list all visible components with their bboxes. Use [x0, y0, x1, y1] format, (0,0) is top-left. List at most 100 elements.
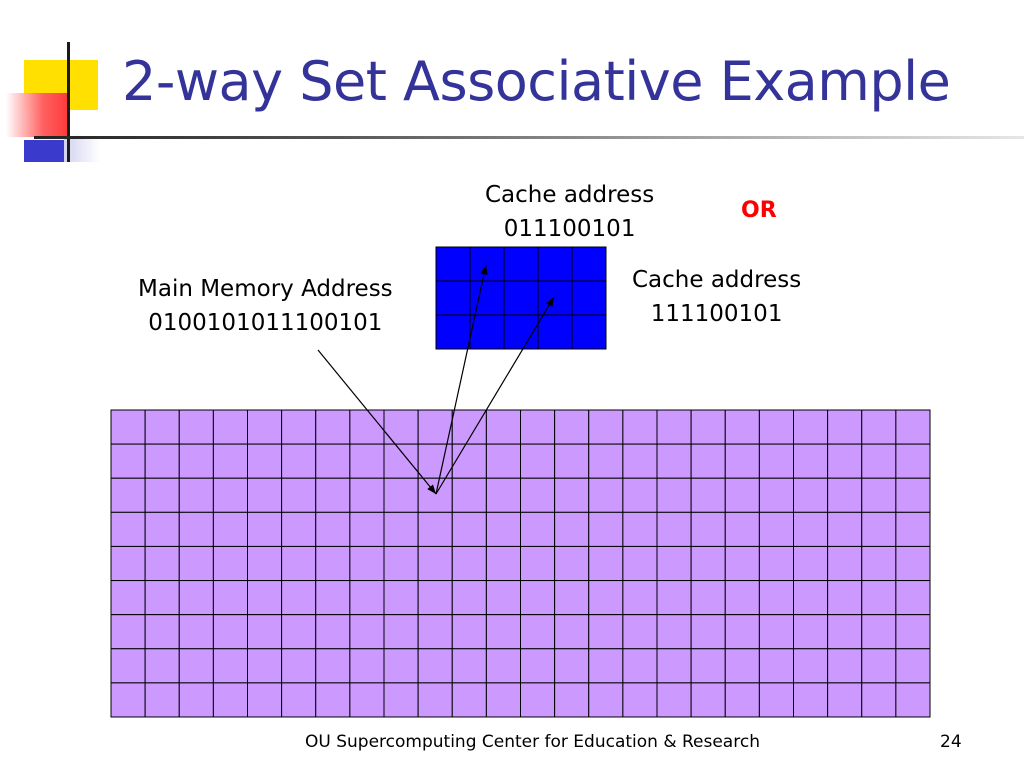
- memory-cell: [144, 545, 180, 582]
- memory-cell: [315, 511, 351, 547]
- memory-cell: [656, 580, 692, 616]
- memory-cell: [793, 648, 829, 684]
- memory-cell: [861, 443, 897, 479]
- memory-cell: [417, 477, 453, 513]
- memory-cell: [417, 614, 453, 650]
- memory-cell: [520, 682, 556, 718]
- memory-cell: [895, 614, 931, 650]
- memory-cell: [520, 614, 556, 650]
- memory-cell: [178, 682, 214, 718]
- or-label: OR: [741, 198, 777, 223]
- memory-cell: [212, 443, 248, 479]
- memory-cell: [588, 614, 624, 650]
- cache-cell: [571, 280, 607, 316]
- memory-cell: [724, 477, 760, 513]
- memory-cell: [520, 477, 556, 513]
- memory-cell: [383, 477, 419, 513]
- memory-cell: [758, 443, 794, 479]
- memory-cell: [690, 443, 726, 479]
- memory-cell: [690, 682, 726, 718]
- memory-cell: [383, 648, 419, 684]
- main-memory-address-label: Main Memory Address 0100101011100101: [138, 272, 393, 340]
- memory-cell: [793, 682, 829, 718]
- memory-cell: [588, 648, 624, 684]
- memory-cell: [247, 545, 283, 582]
- memory-cell: [758, 580, 794, 616]
- memory-cell: [212, 477, 248, 513]
- memory-cell: [758, 409, 794, 445]
- memory-cell: [451, 614, 487, 650]
- memory-cell: [827, 409, 863, 445]
- decor-vertical-line: [67, 42, 70, 162]
- cache-cell: [503, 314, 539, 350]
- memory-cell: [554, 511, 590, 547]
- memory-cell: [451, 545, 487, 582]
- memory-cell: [451, 648, 487, 684]
- memory-cell: [315, 682, 351, 718]
- memory-cell: [383, 409, 419, 445]
- memory-cell: [622, 580, 658, 616]
- memory-cell: [554, 443, 590, 479]
- memory-cell: [315, 648, 351, 684]
- memory-cell: [212, 648, 248, 684]
- memory-cell: [485, 648, 521, 684]
- memory-cell: [485, 614, 521, 650]
- memory-cell: [895, 580, 931, 616]
- memory-cell: [178, 409, 214, 445]
- memory-cell: [656, 682, 692, 718]
- memory-cell: [861, 682, 897, 718]
- memory-cell: [144, 682, 180, 718]
- memory-cell: [758, 648, 794, 684]
- memory-cell: [247, 443, 283, 479]
- memory-cell: [724, 409, 760, 445]
- memory-cell: [895, 477, 931, 513]
- memory-cell: [588, 580, 624, 616]
- memory-cell: [281, 511, 317, 547]
- memory-cell: [349, 511, 385, 547]
- memory-cell: [690, 614, 726, 650]
- memory-cell: [793, 477, 829, 513]
- memory-cell: [861, 580, 897, 616]
- memory-cell: [588, 511, 624, 547]
- memory-cell: [895, 648, 931, 684]
- memory-cell: [281, 443, 317, 479]
- memory-cell: [724, 511, 760, 547]
- cache-address-right-label: Cache address 111100101: [632, 263, 801, 331]
- cache-cell: [537, 246, 573, 282]
- cache-cell: [435, 314, 471, 350]
- cache-cell: [571, 314, 607, 350]
- memory-cell: [485, 511, 521, 547]
- memory-cell: [520, 443, 556, 479]
- memory-cell: [554, 682, 590, 718]
- arrow-address-to-memory: [317, 349, 437, 495]
- memory-cell: [110, 545, 146, 582]
- memory-cell: [622, 511, 658, 547]
- memory-cell: [212, 545, 248, 582]
- decor-blue-fade: [64, 138, 100, 162]
- arrow-memory-to-cache-way-0: [435, 264, 487, 495]
- memory-cell: [554, 545, 590, 582]
- memory-cell: [827, 477, 863, 513]
- memory-cell: [315, 409, 351, 445]
- memory-cell: [110, 409, 146, 445]
- memory-cell: [144, 443, 180, 479]
- memory-cell: [212, 580, 248, 616]
- cache-address-top-label: Cache address 011100101: [485, 178, 654, 246]
- memory-cell: [656, 511, 692, 547]
- cache-address-right-title: Cache address: [632, 267, 802, 293]
- memory-cell: [383, 443, 419, 479]
- memory-cell: [690, 477, 726, 513]
- memory-cell: [349, 648, 385, 684]
- memory-cell: [895, 682, 931, 718]
- memory-cell: [656, 409, 692, 445]
- memory-cell: [349, 443, 385, 479]
- main-memory-address-value: 0100101011100101: [148, 310, 383, 336]
- arrow-memory-to-cache-way-0-head: [480, 265, 488, 275]
- memory-cell: [417, 443, 453, 479]
- memory-cell: [178, 580, 214, 616]
- memory-cell: [588, 682, 624, 718]
- memory-cell: [110, 511, 146, 547]
- memory-cell: [861, 477, 897, 513]
- memory-cell: [793, 580, 829, 616]
